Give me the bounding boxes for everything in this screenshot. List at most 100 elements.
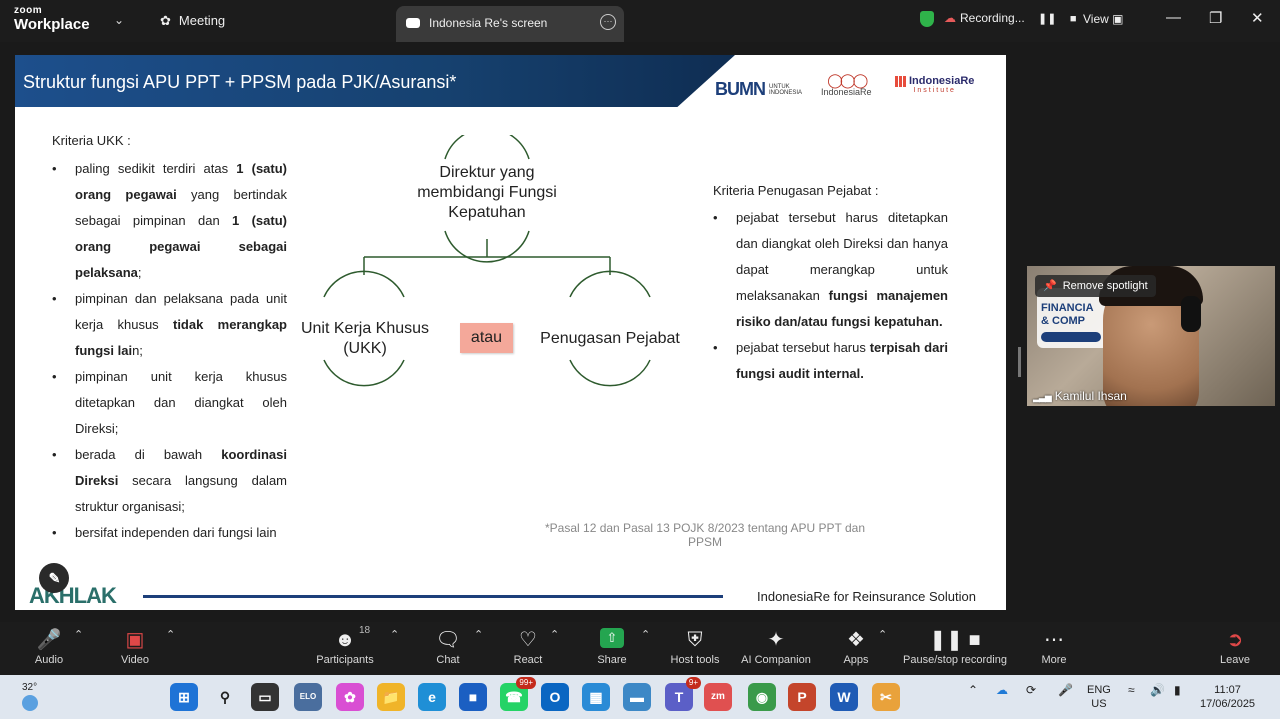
sparkle-icon: ✦ xyxy=(767,629,785,651)
indonesia-re-logo-text: IndonesiaRe xyxy=(821,87,872,97)
view-button[interactable]: View ▣ xyxy=(1083,12,1123,26)
meeting-tab[interactable]: ✿Meeting xyxy=(160,13,225,29)
file-explorer-icon[interactable]: 📁 xyxy=(377,683,405,711)
video-button[interactable]: ▣Video xyxy=(116,628,154,666)
snipping-tool-icon[interactable]: ✂ xyxy=(872,683,900,711)
scanner-icon[interactable]: ▬ xyxy=(623,683,651,711)
share-button[interactable]: ⇧Share xyxy=(594,628,630,666)
powerpoint-icon[interactable]: P xyxy=(788,683,816,711)
shield-icon: ⛨ xyxy=(687,629,703,651)
onedrive-icon[interactable]: ☁ xyxy=(996,683,1008,697)
institute-logo-text: IndonesiaRe xyxy=(909,75,975,87)
recording-label: Recording... xyxy=(960,11,1025,26)
video-background-pill xyxy=(1041,332,1101,342)
pause-stop-recording-button[interactable]: ❚❚ ■Pause/stop recording xyxy=(900,628,1010,666)
weather-widget[interactable]: 32° xyxy=(22,682,38,711)
edge-icon[interactable]: e xyxy=(418,683,446,711)
participant-name-text: Kamilul Ihsan xyxy=(1054,389,1127,403)
lang-line-1: ENG xyxy=(1087,684,1111,696)
task-view-icon[interactable]: ▭ xyxy=(251,683,279,711)
wifi-icon[interactable]: ≈ xyxy=(1128,683,1135,697)
start-icon[interactable]: ⊞ xyxy=(170,683,198,711)
apps-button[interactable]: ❖ Apps xyxy=(840,628,872,666)
indonesia-re-logo: ◯◯◯IndonesiaRe xyxy=(821,73,872,97)
audio-label: Audio xyxy=(34,654,64,666)
list-item-emphasis: 1 (satu) orang pegawai xyxy=(75,161,288,202)
regulation-note: *Pasal 12 dan Pasal 13 POJK 8/2023 tenta… xyxy=(545,521,865,549)
participants-button[interactable]: ☻Participants xyxy=(312,628,378,666)
react-chevron-icon[interactable]: ⌃ xyxy=(550,629,560,641)
restore-icon[interactable]: ❐ xyxy=(1209,10,1223,27)
left-title: Kriteria UKK : xyxy=(52,133,131,148)
more-button[interactable]: ⋯More xyxy=(1038,628,1070,666)
more-icon: ⋯ xyxy=(1044,629,1064,651)
signal-icon: ▂▃▅ xyxy=(1033,392,1052,402)
chat-label: Chat xyxy=(436,654,460,666)
meeting-controls: 🎤Audio ⌃ ▣Video ⌃ ☻Participants 18 ⌃ 🗨Ch… xyxy=(0,622,1280,675)
screen-share-tab[interactable]: Indonesia Re's screen ⋯ xyxy=(396,6,624,42)
whatsapp-badge: 99+ xyxy=(516,677,536,689)
annotate-pen-icon[interactable]: ✎ xyxy=(39,563,69,593)
tray-chevron-icon[interactable]: ⌃ xyxy=(968,683,979,697)
list-item: bersifat independen dari fungsi lain xyxy=(52,520,287,546)
more-options-icon[interactable]: ⋯ xyxy=(600,14,616,30)
panel-resize-handle[interactable] xyxy=(1018,347,1021,377)
microphone-icon[interactable]: 🎤 xyxy=(1058,683,1073,697)
copilot-icon[interactable]: ✿ xyxy=(336,683,364,711)
pause-recording-icon[interactable]: ❚❚ xyxy=(1038,13,1057,26)
outlook-icon[interactable]: O xyxy=(541,683,569,711)
ukk-criteria-list: paling sedikit terdiri atas 1 (satu) ora… xyxy=(52,156,287,546)
spotlight-video[interactable]: FINANCIA& COMP 📌Remove spotlight ▂▃▅Kami… xyxy=(1027,266,1275,406)
bumn-logo-text: BUMN xyxy=(715,79,766,99)
remove-spotlight-button[interactable]: 📌Remove spotlight xyxy=(1035,275,1156,297)
zoom-workplace-logo: zoom Workplace xyxy=(14,6,90,33)
list-item-text: ; xyxy=(137,265,142,280)
apps-icon: ❖ xyxy=(847,629,865,651)
apps-chevron-icon[interactable]: ⌃ xyxy=(878,629,888,641)
participants-label: Participants xyxy=(316,654,374,666)
ai-companion-button[interactable]: ✦AI Companion xyxy=(738,628,814,666)
share-chevron-icon[interactable]: ⌃ xyxy=(641,629,651,641)
chat-button[interactable]: 🗨Chat xyxy=(430,628,466,666)
elo-app-icon[interactable]: ELO xyxy=(294,683,322,711)
chrome-icon[interactable]: ◉ xyxy=(748,683,776,711)
chevron-down-icon[interactable]: ⌄ xyxy=(114,13,125,27)
slide-header-band xyxy=(15,55,735,107)
whatsapp-icon[interactable]: ☎99+ xyxy=(500,677,536,711)
leave-button[interactable]: ➲Leave xyxy=(1218,628,1252,666)
close-icon[interactable]: ✕ xyxy=(1251,10,1264,27)
chat-chevron-icon[interactable]: ⌃ xyxy=(474,629,484,641)
audio-options-chevron-icon[interactable]: ⌃ xyxy=(74,629,84,641)
sync-icon[interactable]: ⟳ xyxy=(1026,683,1037,697)
zoom-icon[interactable]: zm xyxy=(704,683,732,711)
footer-divider xyxy=(143,595,723,598)
bumn-logo: BUMN UNTUK INDONESIA xyxy=(715,79,802,100)
recording-indicator[interactable]: ☁Recording... ❚❚ ■ xyxy=(920,11,1076,27)
store-icon[interactable]: ■ xyxy=(459,683,487,711)
calendar-icon[interactable]: ▦ xyxy=(582,683,610,711)
list-item-emphasis: terpisah dari fungsi audit internal. xyxy=(736,340,948,381)
host-tools-button[interactable]: ⛨Host tools xyxy=(666,628,724,666)
search-icon[interactable]: ⚲ xyxy=(219,689,231,705)
minimize-icon[interactable]: — xyxy=(1166,9,1181,26)
volume-icon[interactable]: 🔊 xyxy=(1150,683,1165,697)
view-layout-icon: ▣ xyxy=(1112,12,1124,26)
video-options-chevron-icon[interactable]: ⌃ xyxy=(166,629,176,641)
participants-chevron-icon[interactable]: ⌃ xyxy=(390,629,400,641)
react-button[interactable]: ♡React xyxy=(510,628,546,666)
brand-bottom: Workplace xyxy=(14,16,90,33)
slide-title: Struktur fungsi APU PPT + PPSM pada PJK/… xyxy=(23,72,457,92)
clock-date: 17/06/2025 xyxy=(1200,698,1256,710)
apps-label: Apps xyxy=(843,654,869,666)
zoom-title-bar: zoom Workplace ⌄ ✿Meeting Indonesia Re's… xyxy=(0,0,1280,42)
stop-recording-icon[interactable]: ■ xyxy=(1069,13,1077,26)
audio-button[interactable]: 🎤Audio xyxy=(30,628,68,666)
battery-icon[interactable]: ▮ xyxy=(1174,683,1181,697)
word-icon[interactable]: W xyxy=(830,683,858,711)
meeting-stage: Struktur fungsi APU PPT + PPSM pada PJK/… xyxy=(0,42,1280,622)
participant-name: ▂▃▅Kamilul Ihsan xyxy=(1033,389,1127,403)
